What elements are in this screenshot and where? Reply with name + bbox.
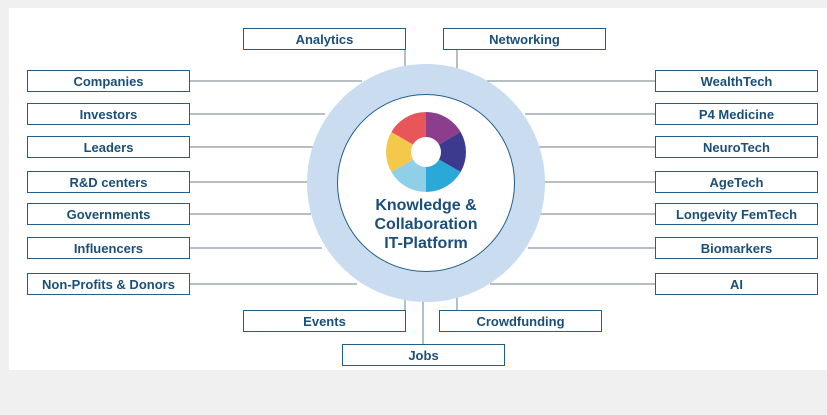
node-wealthtech[interactable]: WealthTech (655, 70, 818, 92)
node-networking[interactable]: Networking (443, 28, 606, 50)
platform-title-line3: IT-Platform (384, 235, 468, 252)
node-companies[interactable]: Companies (27, 70, 190, 92)
platform-logo-icon (386, 112, 466, 192)
node-leaders[interactable]: Leaders (27, 136, 190, 158)
node-ai[interactable]: AI (655, 273, 818, 295)
node-neurotech[interactable]: NeuroTech (655, 136, 818, 158)
node-non-profits-donors[interactable]: Non-Profits & Donors (27, 273, 190, 295)
node-p4-medicine[interactable]: P4 Medicine (655, 103, 818, 125)
platform-title-line2: Collaboration (374, 216, 478, 233)
node-biomarkers[interactable]: Biomarkers (655, 237, 818, 259)
node-investors[interactable]: Investors (27, 103, 190, 125)
node-events[interactable]: Events (243, 310, 406, 332)
node-agetech[interactable]: AgeTech (655, 171, 818, 193)
node-influencers[interactable]: Influencers (27, 237, 190, 259)
platform-title: Knowledge & Collaboration IT-Platform (337, 196, 515, 253)
node-jobs[interactable]: Jobs (342, 344, 505, 366)
node-governments[interactable]: Governments (27, 203, 190, 225)
node-analytics[interactable]: Analytics (243, 28, 406, 50)
node-longevity-femtech[interactable]: Longevity FemTech (655, 203, 818, 225)
platform-title-line1: Knowledge & (375, 197, 477, 214)
node-rd-centers[interactable]: R&D centers (27, 171, 190, 193)
node-crowdfunding[interactable]: Crowdfunding (439, 310, 602, 332)
